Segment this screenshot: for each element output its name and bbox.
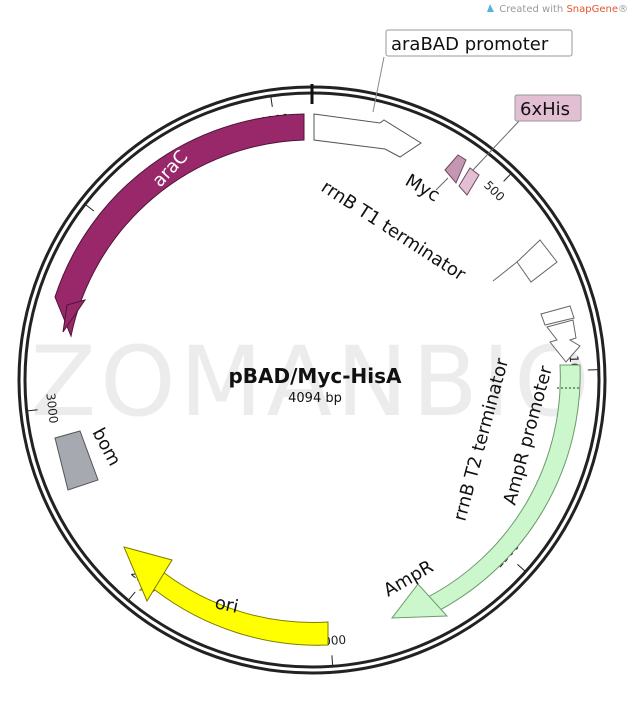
credit-brand: SnapGene [566, 4, 618, 15]
tick-label: 500 [481, 178, 507, 204]
label-6xHis: 6xHis [520, 99, 570, 120]
tick-mark [331, 655, 334, 667]
leader-rrnB-T1 [492, 261, 518, 282]
feature-AmpR-promoter[interactable] [546, 319, 581, 363]
credit-prefix: Created with [499, 4, 567, 15]
label-araBAD: araBAD promoter [391, 34, 549, 55]
box-6xHis [514, 94, 582, 122]
leader-myc [435, 177, 449, 191]
ori-arrowhead [123, 546, 173, 603]
label-rrnB-T1: rrnB T1 terminator [317, 177, 469, 286]
feature-rrnB-T1[interactable] [516, 239, 558, 283]
label-myc: Myc [402, 170, 444, 206]
tick-mark [270, 95, 273, 107]
tick-mark [503, 173, 512, 182]
tick-mark [84, 203, 95, 212]
box-araBAD [385, 29, 573, 57]
credit-suffix: ® [618, 4, 628, 15]
feature-araC[interactable] [54, 113, 305, 338]
araC-arrowhead [62, 299, 87, 333]
snapgene-logo-icon [487, 4, 495, 12]
feature-bom[interactable] [54, 430, 99, 491]
tick-mark [26, 409, 38, 412]
leader-6xHis [472, 119, 521, 171]
tick-mark [127, 591, 136, 601]
leader-araBAD [372, 56, 385, 113]
plasmid-size: 4094 bp [288, 391, 342, 406]
label-AmpR: AmpR [380, 556, 437, 601]
feature-6xHis[interactable] [458, 167, 480, 196]
snapgene-credit: Created with SnapGene® [486, 3, 628, 15]
watermark: ZOMANBIO [30, 326, 593, 438]
feature-araBAD-promoter[interactable] [313, 113, 422, 158]
feature-myc[interactable] [444, 154, 467, 184]
feature-rrnB-T2[interactable] [540, 305, 575, 326]
plasmid-name: pBAD/Myc-HisA [228, 364, 402, 388]
label-ori: ori [213, 592, 240, 617]
AmpR-arrowhead [390, 583, 449, 619]
tick-mark [517, 563, 526, 573]
tick-label: 3000 [43, 392, 60, 424]
